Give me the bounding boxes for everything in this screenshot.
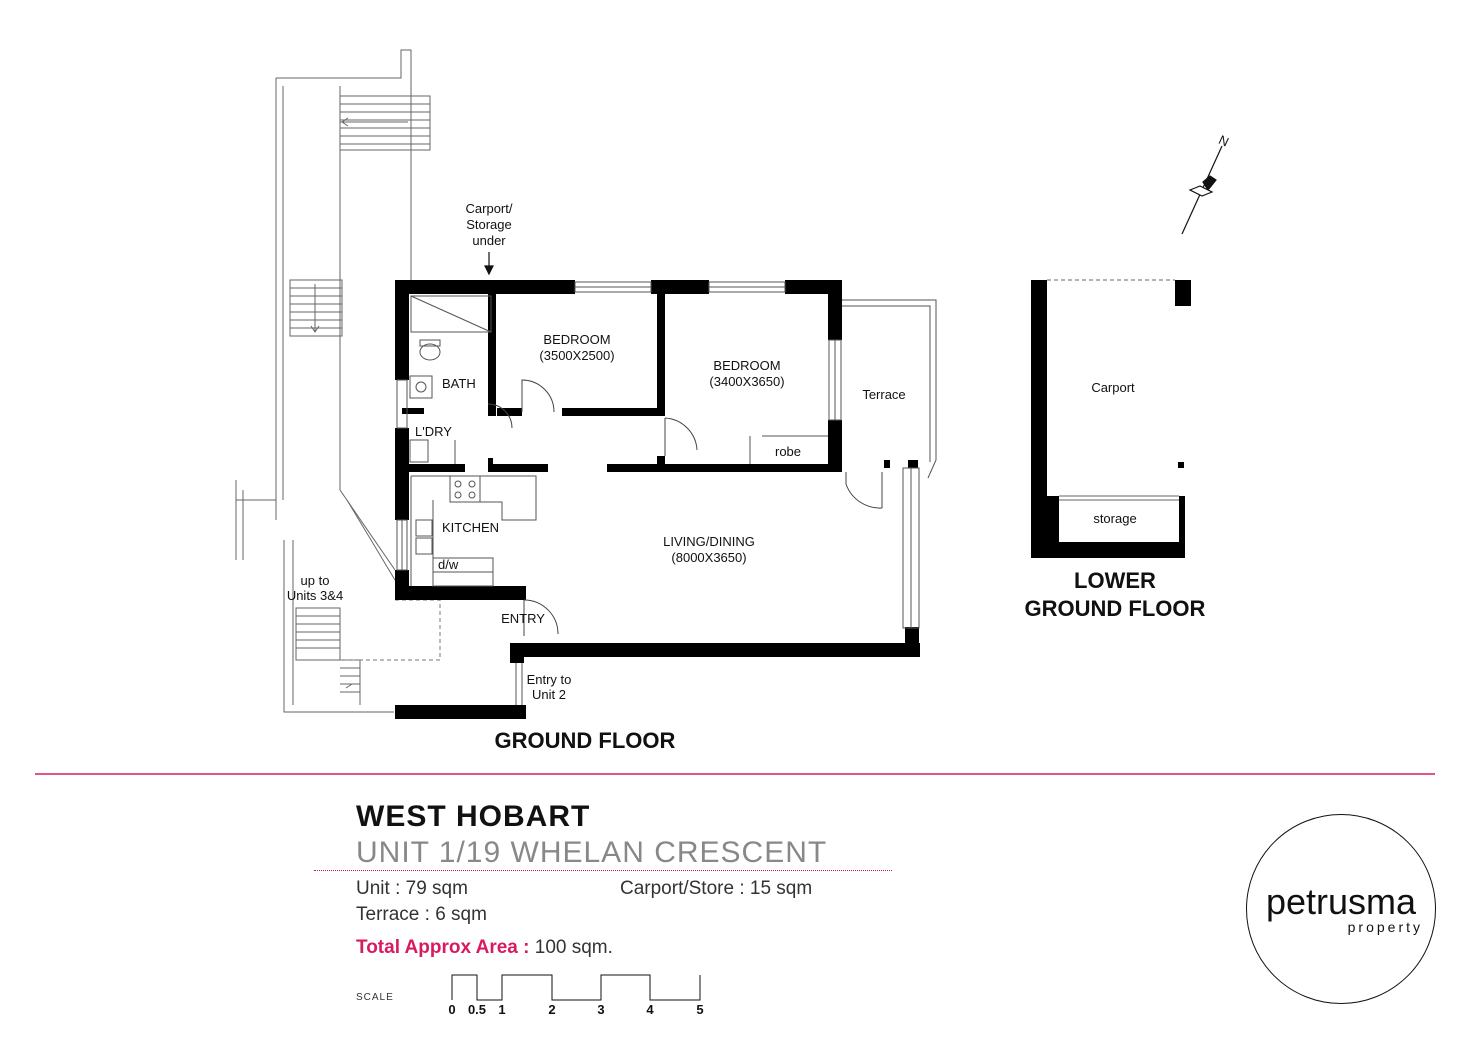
- ground-floor-doors: [487, 379, 883, 636]
- living-name: LIVING/DINING: [663, 534, 755, 549]
- total-area-label: Total Approx Area :: [356, 937, 530, 958]
- entry-unit-line1: Entry to: [527, 672, 572, 687]
- units-note-line1: up to: [301, 573, 330, 588]
- brand-logo: petrusma property: [1246, 814, 1436, 1004]
- title-divider: [314, 870, 892, 871]
- external-stairs-path: [235, 49, 431, 713]
- scale-tick: 4: [646, 1002, 654, 1017]
- total-area-value: 100 sqm.: [534, 937, 613, 958]
- brand-name: petrusma: [1265, 881, 1417, 922]
- unit-area: Unit : 79 sqm: [356, 878, 468, 899]
- units-note-line2: Units 3&4: [287, 588, 343, 603]
- lower-ground-walls: [1031, 280, 1191, 558]
- bedroom2-name: BEDROOM: [713, 358, 780, 373]
- address-subtitle: UNIT 1/19 WHELAN CRESCENT: [356, 836, 828, 869]
- robe-label: robe: [775, 444, 801, 459]
- scale-bar: [451, 974, 701, 1001]
- laundry-label: L'DRY: [415, 424, 452, 439]
- lower-ground-lines: [1047, 279, 1179, 501]
- terrace-area: Terrace : 6 sqm: [356, 904, 487, 925]
- lower-storage-label: storage: [1093, 511, 1136, 526]
- dashed-landing: [340, 599, 441, 661]
- brand-sub: property: [1347, 919, 1423, 935]
- ground-floor-windows: [396, 281, 937, 705]
- scale-tick: 1: [498, 1002, 505, 1017]
- carport-note-line3: under: [472, 233, 506, 248]
- entry-label: ENTRY: [501, 611, 545, 626]
- bedroom1-name: BEDROOM: [543, 332, 610, 347]
- dishwasher-label: d/w: [438, 557, 459, 572]
- carport-note-line1: Carport/: [466, 201, 513, 216]
- entry-unit-line2: Unit 2: [532, 687, 566, 702]
- north-arrow-icon: [1181, 145, 1223, 235]
- carport-area: Carport/Store : 15 sqm: [620, 878, 813, 899]
- lower-floor-title-line2: GROUND FLOOR: [1025, 596, 1206, 621]
- total-area: Total Approx Area : 100 sqm.: [356, 937, 613, 959]
- scale-label: SCALE: [356, 992, 394, 1003]
- living-dims: (8000X3650): [671, 550, 746, 565]
- suburb-title: WEST HOBART: [356, 800, 591, 833]
- bedroom1-dims: (3500X2500): [539, 348, 614, 363]
- scale-tick: 3: [597, 1002, 604, 1017]
- carport-arrow: [484, 252, 494, 276]
- bath-label: BATH: [442, 376, 476, 391]
- lower-carport-label: Carport: [1091, 380, 1135, 395]
- carport-note-line2: Storage: [466, 217, 512, 232]
- ground-floor-walls: [395, 280, 920, 719]
- lower-floor-title-line1: LOWER: [1074, 568, 1156, 593]
- bedroom2-dims: (3400X3650): [709, 374, 784, 389]
- scale-tick-labels: 0 0.5 1 2 3 4 5: [448, 1002, 703, 1017]
- scale-tick: 5: [696, 1002, 703, 1017]
- kitchen-label: KITCHEN: [442, 520, 499, 535]
- scale-tick: 0.5: [468, 1002, 486, 1017]
- scale-tick: 2: [548, 1002, 555, 1017]
- north-label: N: [1216, 132, 1231, 150]
- terrace-label: Terrace: [862, 387, 905, 402]
- ground-floor-title: GROUND FLOOR: [495, 728, 676, 753]
- scale-tick: 0: [448, 1002, 455, 1017]
